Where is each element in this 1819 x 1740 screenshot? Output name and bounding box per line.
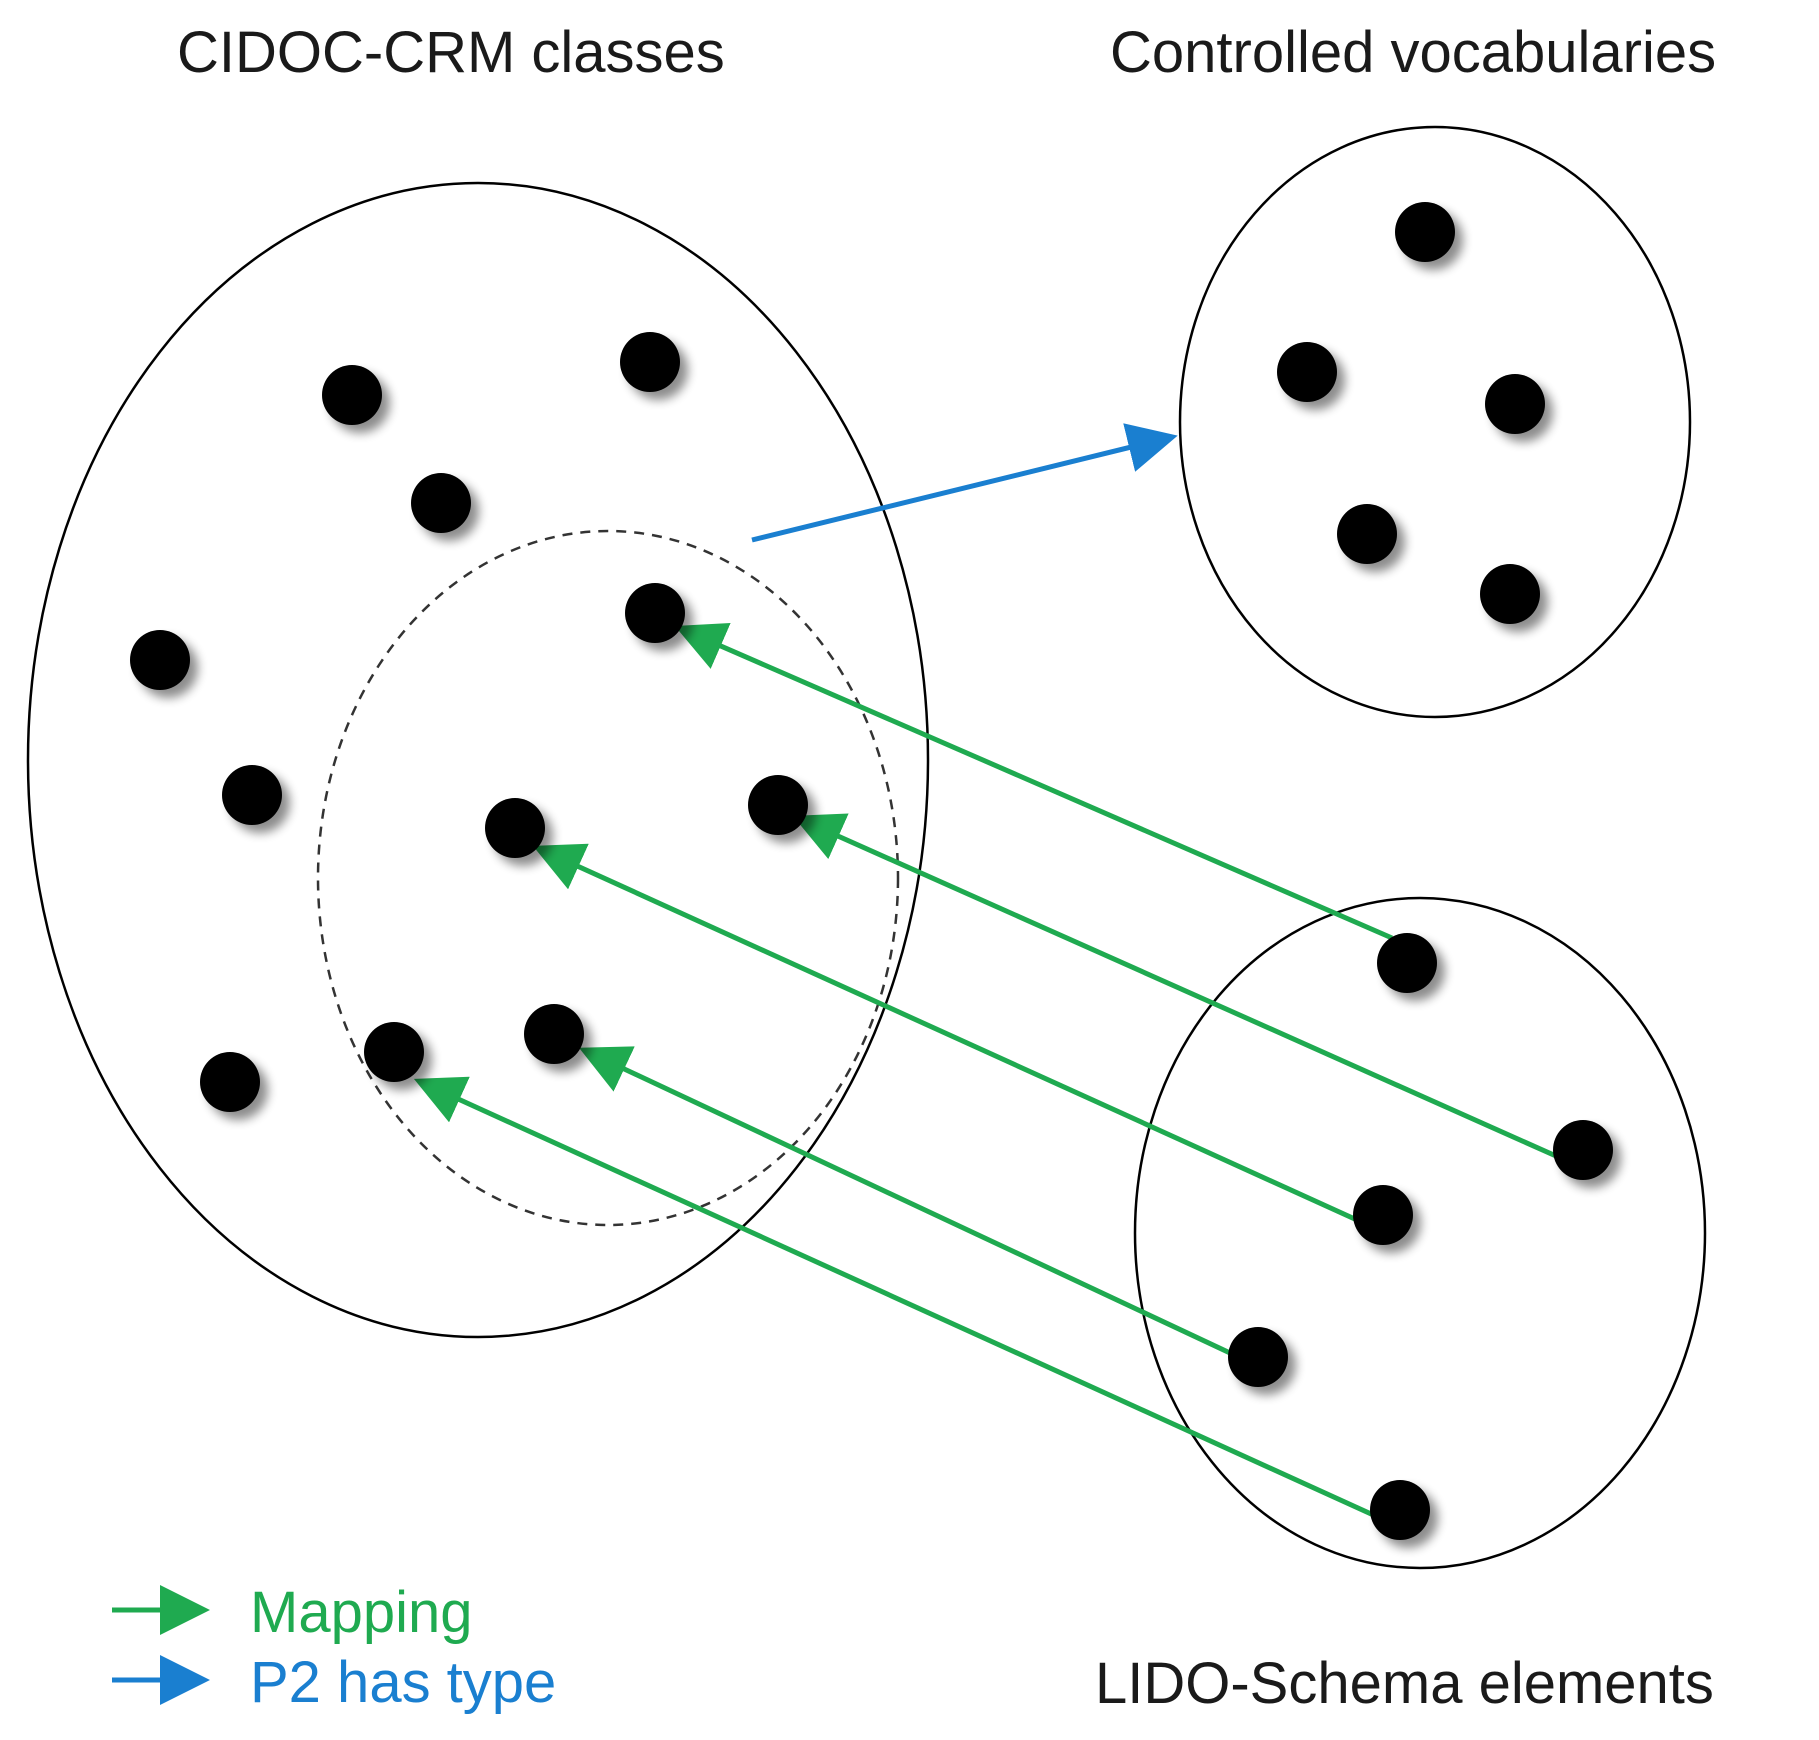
vocabulary-dots [1277,202,1545,624]
class-dot [620,332,680,392]
class-dot [524,1004,584,1064]
controlled-vocabularies-label: Controlled vocabularies [1110,20,1716,85]
lido-element-dot [1228,1327,1288,1387]
cidoc-crm-classes-ellipse [26,181,930,1339]
mapping-arrow [532,843,1370,1228]
mapped-subset-dashed-ellipse [316,529,900,1227]
class-dot [222,765,282,825]
vocabulary-dot [1485,374,1545,434]
mapping-arrow [578,1046,1247,1363]
lido-schema-elements-label: LIDO-Schema elements [1095,1651,1714,1716]
class-dot [200,1052,260,1112]
vocabulary-dot [1337,504,1397,564]
legend-item-mapping: Mapping [112,1580,472,1645]
lido-element-dot [1553,1120,1613,1180]
vocabulary-dot [1277,342,1337,402]
p2-has-type-arrow [751,423,1178,543]
lido-schema-elements-ellipse [1133,896,1707,1570]
class-dot [322,365,382,425]
vocabulary-dot [1480,564,1540,624]
lido-element-dot [1370,1480,1430,1540]
lido-element-dots [1228,933,1613,1540]
class-dot [625,583,685,643]
controlled-vocabularies-ellipse [1178,125,1692,719]
mapping-arrow [413,1076,1382,1521]
class-dot [748,775,808,835]
cidoc-crm-class-dots [130,332,808,1112]
class-dot [485,798,545,858]
mapping-arrows [413,623,1567,1521]
mapping-arrow [674,623,1393,941]
legend-p2-has-type-label: P2 has type [250,1650,556,1715]
class-dot [130,630,190,690]
lido-element-dot [1377,933,1437,993]
legend: Mapping P2 has type [112,1580,556,1715]
cidoc-crm-classes-label: CIDOC-CRM classes [177,20,725,85]
vocabulary-dot [1395,202,1455,262]
class-dot [364,1022,424,1082]
mapping-arrow [792,813,1567,1163]
legend-item-p2-has-type: P2 has type [112,1650,556,1715]
class-dot [411,473,471,533]
legend-mapping-label: Mapping [250,1580,472,1645]
lido-element-dot [1353,1185,1413,1245]
